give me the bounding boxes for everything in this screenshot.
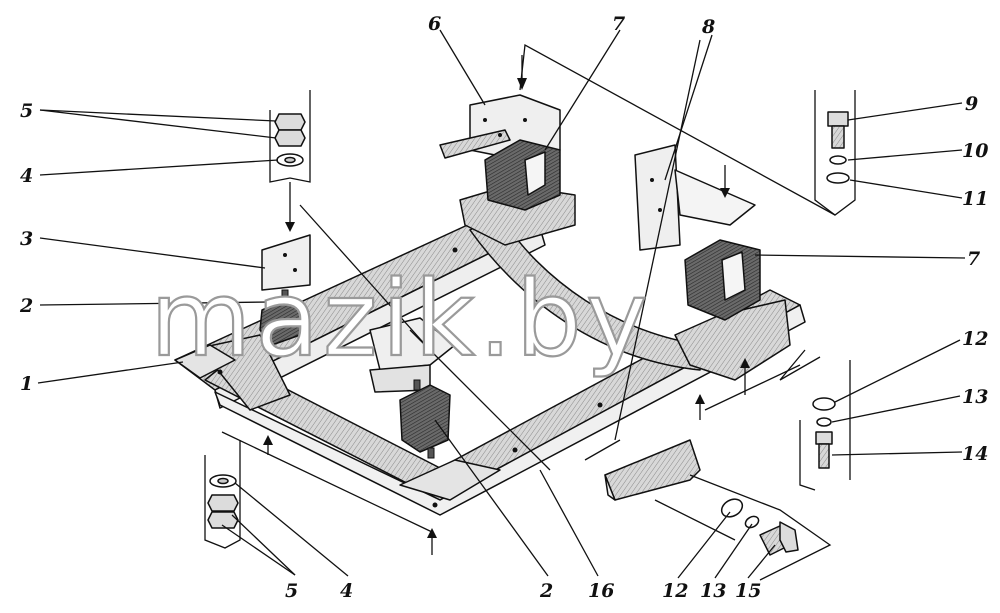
leader-lines <box>37 29 966 579</box>
callout-9: 9 <box>965 93 978 115</box>
callout-10: 10 <box>962 140 988 162</box>
callout-4-bottom: 4 <box>340 580 353 602</box>
callout-12-right: 12 <box>962 328 988 350</box>
assembly-lines <box>204 43 856 581</box>
bracket-3 <box>261 234 311 291</box>
engine-mount-7-right <box>684 239 761 321</box>
callout-7-right: 7 <box>967 248 980 270</box>
callout-11: 11 <box>962 188 988 210</box>
callout-13-right: 13 <box>962 386 988 408</box>
callout-2-left: 2 <box>19 295 33 317</box>
nuts-5-bottom <box>207 474 239 529</box>
callout-13-bottom: 13 <box>700 580 726 602</box>
bracket-8 <box>634 144 756 251</box>
watermark-text: mazik.by <box>150 258 651 380</box>
callout-6: 6 <box>428 13 441 35</box>
callout-15: 15 <box>735 580 761 602</box>
callout-16: 16 <box>588 580 614 602</box>
washers-12-13-bolt-15 <box>720 498 799 556</box>
callout-14: 14 <box>962 443 988 465</box>
callout-5-bottom: 5 <box>285 580 298 602</box>
engine-mount-7-top <box>484 139 561 211</box>
engine-mount-2-left <box>259 289 306 346</box>
callout-5-top: 5 <box>20 100 33 122</box>
callout-4-top: 4 <box>20 165 33 187</box>
washers-12-13-bolt-14 <box>812 397 836 469</box>
callout-1: 1 <box>20 373 33 395</box>
callout-12-bottom: 12 <box>662 580 688 602</box>
bolt-9-washers-10-11 <box>826 111 850 184</box>
callout-2-bottom: 2 <box>539 580 553 602</box>
callout-3: 3 <box>20 228 33 250</box>
callout-8: 8 <box>701 16 715 38</box>
nuts-5-top <box>274 113 306 167</box>
callout-labels: 5 4 3 2 1 6 7 8 9 10 11 7 12 13 14 5 4 2… <box>19 13 988 602</box>
clamp-12-part <box>604 439 701 501</box>
callout-7-top: 7 <box>612 13 625 35</box>
engine-mount-2-bottom <box>399 379 451 459</box>
bracket-16 <box>369 317 456 393</box>
